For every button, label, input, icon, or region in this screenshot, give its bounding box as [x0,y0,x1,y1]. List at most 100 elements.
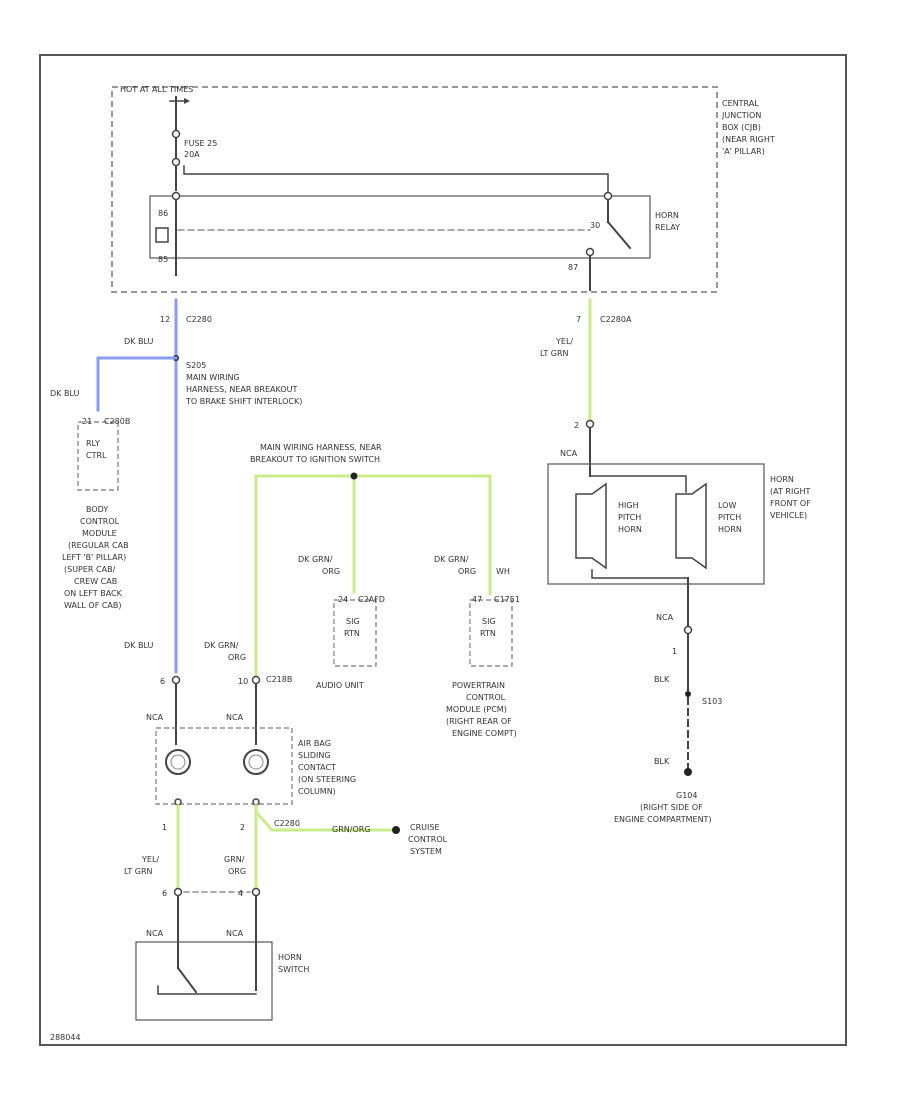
low-pitch-horn-icon [675,482,707,570]
relay-coil [155,227,169,243]
label-splice-2: BREAKOUT TO IGNITION SWITCH [250,455,380,464]
bcm-box [77,421,119,491]
label-horn-2: (AT RIGHT [770,487,811,496]
label-cruise-2: CONTROL [408,835,448,844]
wire-fuse-to-relay [183,165,609,193]
label-cjb-1: CENTRAL [722,99,759,108]
label-high-2: PITCH [618,513,641,522]
label-wire-dkgrn-3a: DK GRN/ [204,641,239,650]
label-cruise-conn: C2280 [274,819,300,828]
label-relay-1: HORN [655,211,679,220]
label-bcm-5: LEFT 'B' PILLAR) [62,553,126,562]
label-wire-dkblu-top: DK BLU [124,337,153,346]
label-sw-nca-2: NCA [226,929,244,938]
label-airbag-5: COLUMN) [298,787,336,796]
relay-terminal-86 [171,191,181,201]
label-pcm-4: (RIGHT REAR OF [446,717,512,726]
label-fuse-1: FUSE 25 [184,139,217,148]
label-pin-85: 85 [158,255,168,264]
ground-g104-icon [684,768,692,776]
label-relay-2: RELAY [655,223,680,232]
airbag-pin-2 [252,798,260,806]
label-high-3: HORN [618,525,642,534]
label-pin-1: 1 [162,823,167,832]
clockspring-a-icon [165,749,191,775]
label-wire-dkgrn-2b: ORG [458,567,476,576]
switch-pin-b [251,887,261,897]
label-horn-nca: NCA [560,449,578,458]
c218-pin-b [251,675,261,685]
switch-pin-a [173,887,183,897]
label-bcm-7: CREW CAB [74,577,117,586]
label-airbag-4: (ON STEERING [298,775,356,784]
audio-unit-box [333,599,377,667]
label-c218-pin-2: 10 [238,677,248,686]
horn-relay-box [149,195,651,259]
label-cjb-3: BOX (CJB) [722,123,761,132]
label-pin-86: 86 [158,209,168,218]
label-wire-dkgrn-1b: ORG [322,567,340,576]
label-bcm-1: BODY [86,505,108,514]
horn-assembly-box [547,463,765,585]
label-bcm-2: CONTROL [80,517,120,526]
splice-s103 [685,691,691,697]
horn-switch-ground [157,985,257,995]
label-airbag-3: CONTACT [298,763,336,772]
horn-ground-pin [683,625,693,635]
label-cjb-4: (NEAR RIGHT [722,135,775,144]
label-bcm-box-1: RLY [86,439,100,448]
label-pin-87: 87 [568,263,578,272]
label-wire-yel-a: YEL/ [555,337,573,346]
label-horn-nca2: NCA [656,613,674,622]
label-bcm-3: MODULE [82,529,117,538]
label-horn-3: FRONT OF [770,499,811,508]
label-airbag-1: AIR BAG [298,739,331,748]
airbag-contact-box [155,727,293,805]
label-wire-dkgrn-2a: DK GRN/ [434,555,469,564]
relay-terminal-87 [585,247,595,257]
label-cruise-wire: GRN/ORG [332,825,371,834]
label-bcm-box-2: CTRL [86,451,107,460]
wire-grn-harness [254,474,492,682]
label-wire-grn-b1: GRN/ [224,855,245,864]
label-pcm-5: ENGINE COMPT) [452,729,517,738]
wire-cruise [253,809,394,832]
label-pin-30: 30 [590,221,600,230]
label-cruise-3: SYSTEM [410,847,442,856]
label-nca-b: NCA [226,713,244,722]
clockspring-a-inner [170,754,186,770]
horn-bus-top [589,475,687,493]
fuse-terminal-top [171,129,181,139]
clockspring-b-inner [248,754,264,770]
label-audio-pin: 24 [338,595,348,604]
label-pcm-box-2: RTN [480,629,496,638]
airbag-pin-1 [174,798,182,806]
label-pcm-box-1: SIG [482,617,496,626]
label-bcm-4: (REGULAR CAB [68,541,129,550]
label-sw-pin-1: 6 [162,889,167,898]
label-s103: S103 [702,697,722,706]
label-pcm-2: CONTROL [466,693,506,702]
label-wire-dkblu-low: DK BLU [124,641,153,650]
label-wire-yel-b: LT GRN [540,349,569,358]
central-junction-box [111,86,718,293]
label-c2280b-pin: 21 [82,417,92,426]
diagram-code: 288044 [50,1033,81,1042]
label-airbag-2: SLIDING [298,751,331,760]
label-pin-2: 2 [240,823,245,832]
label-fuse-2: 20A [184,150,200,159]
high-pitch-horn-icon [575,482,607,570]
fuse-terminal-bottom [171,157,181,167]
label-wire-dkgrn-3b: ORG [228,653,246,662]
label-cjb-5: 'A' PILLAR) [722,147,765,156]
label-c2280b: C280B [104,417,130,426]
horn-switch-box [135,941,273,1021]
label-sw-pin-2: 4 [238,889,243,898]
label-bcm-6: (SUPER CAB/ [64,565,116,574]
label-wire-blk-1: BLK [654,675,670,684]
label-hs-1: HORN [278,953,302,962]
relay-switch-arm [606,220,632,250]
horn-bus-bottom [591,569,689,579]
label-horn-pin1: 1 [672,647,677,656]
